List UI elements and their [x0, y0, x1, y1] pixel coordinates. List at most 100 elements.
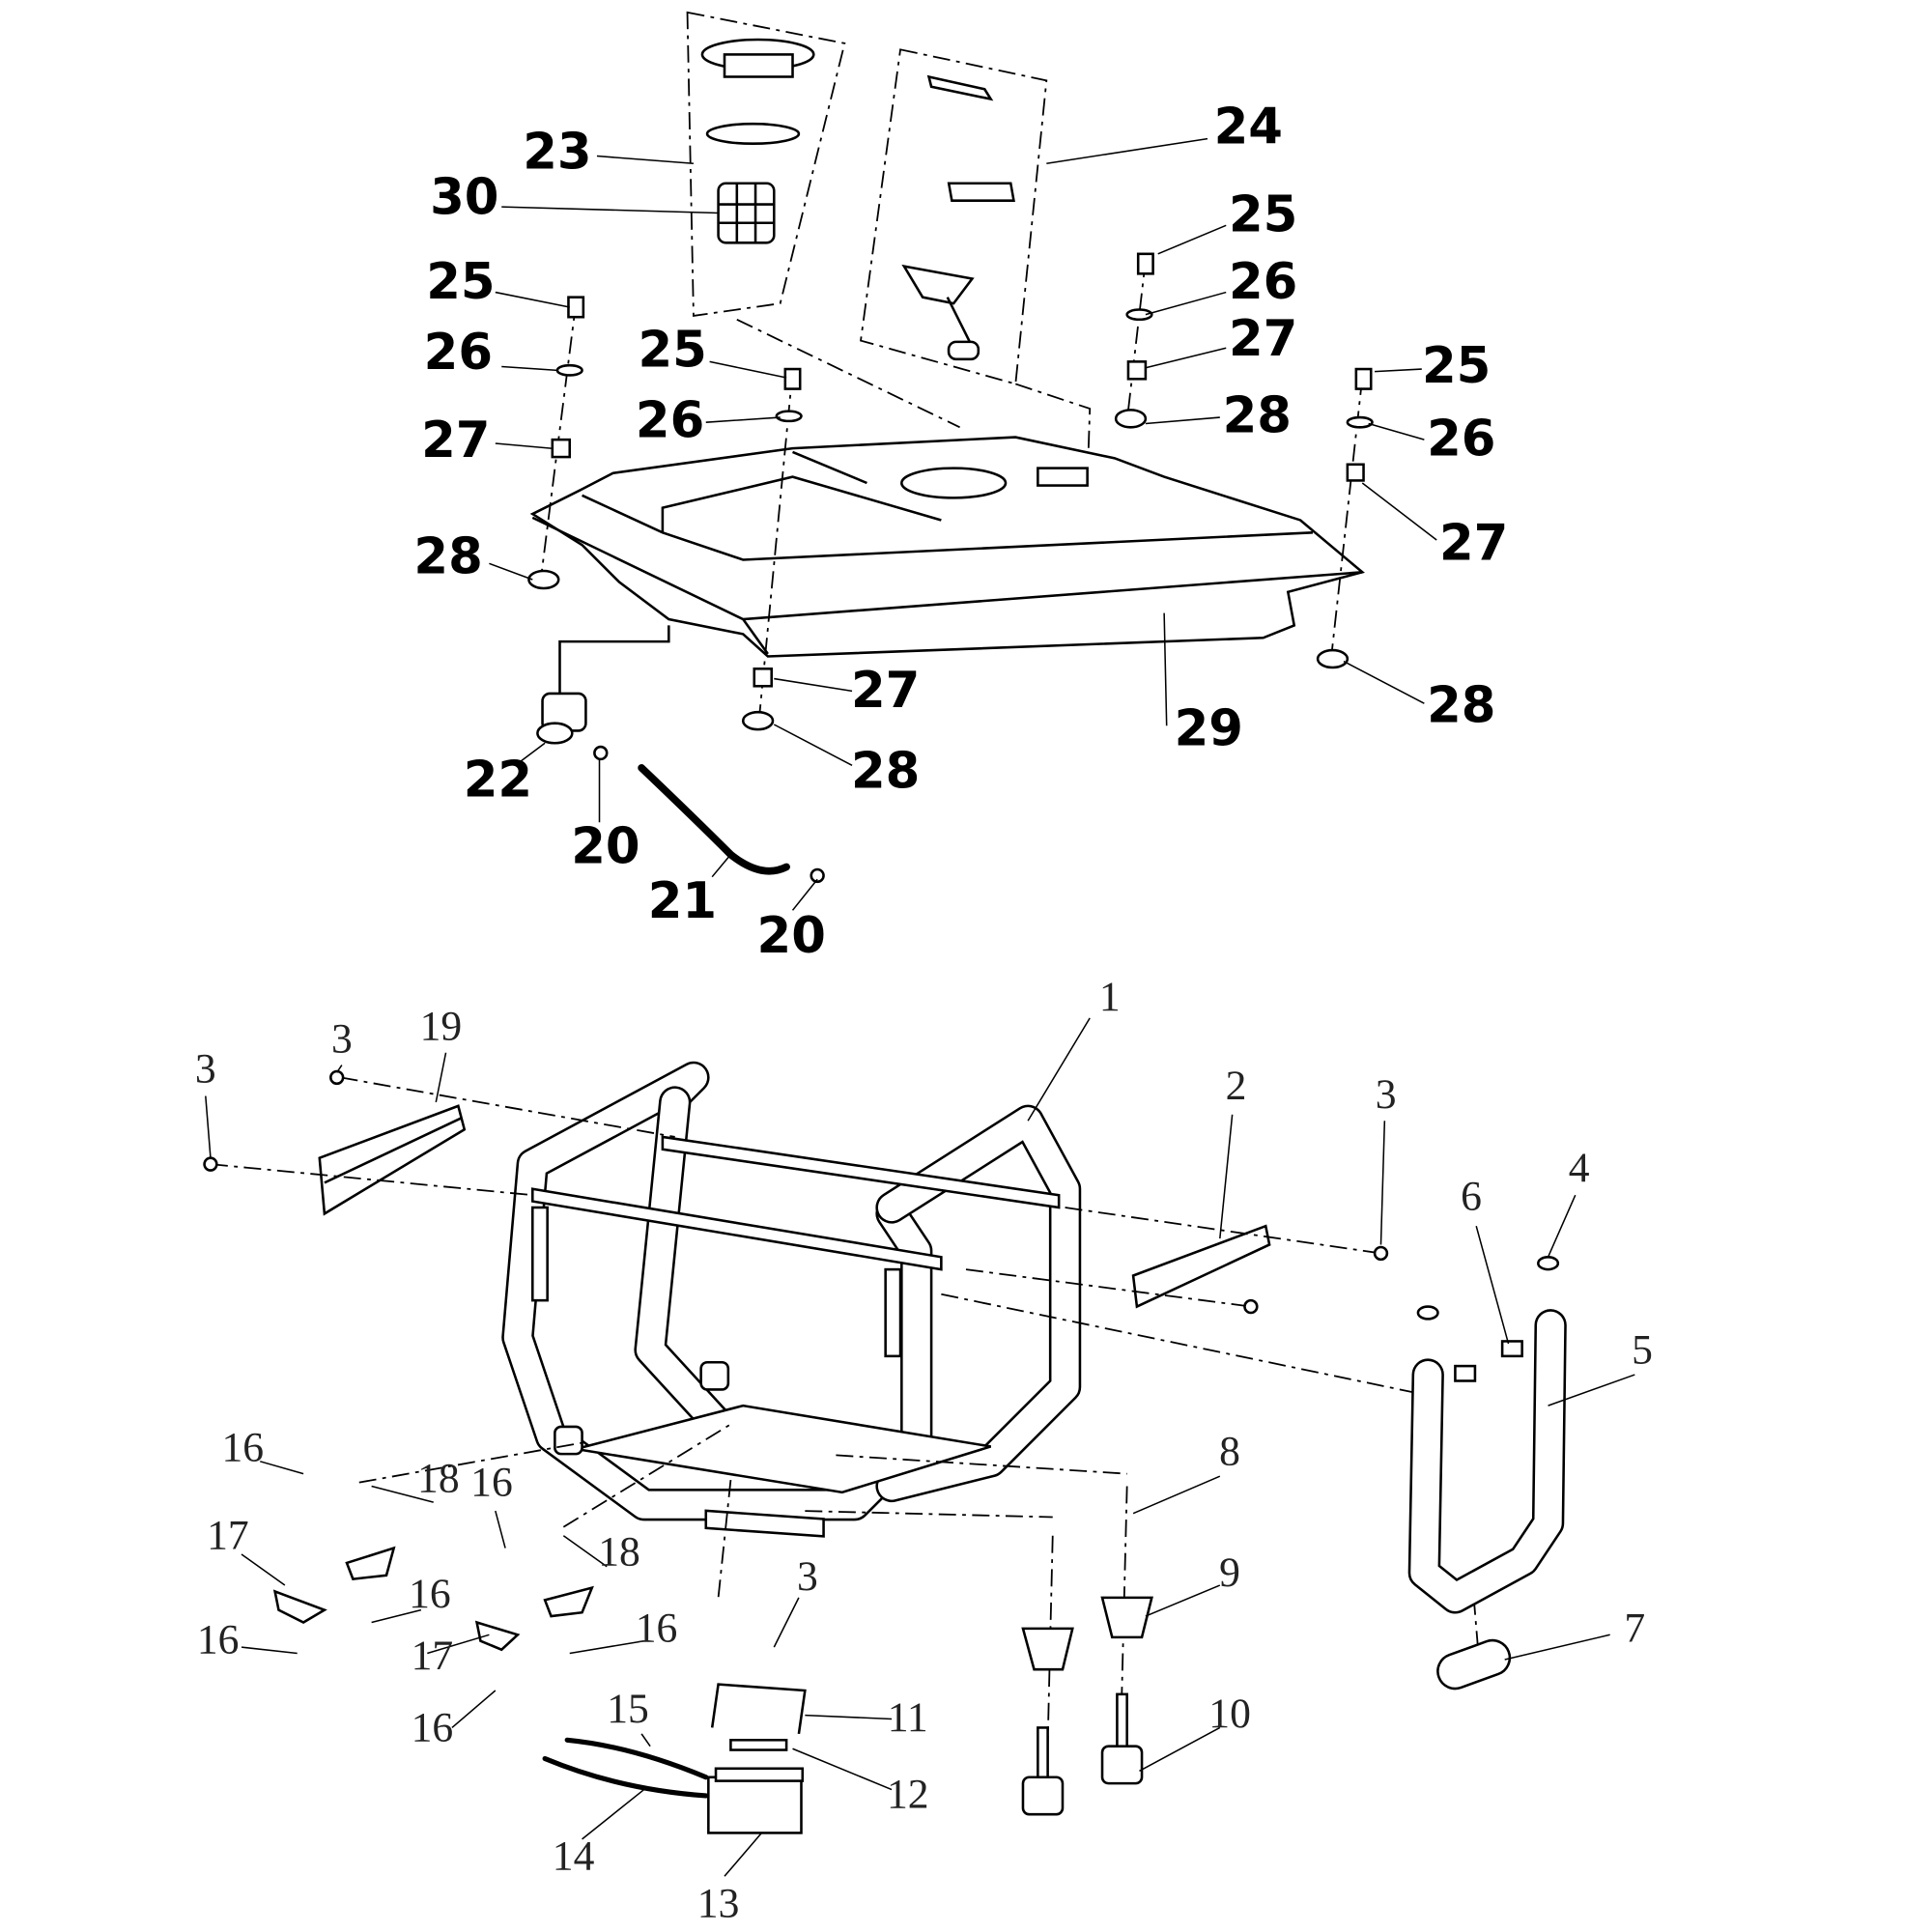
callout: 16: [221, 1425, 264, 1471]
frame-assembly: [203, 1017, 1635, 1877]
battery-bracket: [710, 1683, 807, 1735]
rubber-foot: [1021, 1627, 1074, 1671]
callout: 28: [413, 527, 482, 585]
fuel-tank: [529, 436, 1365, 658]
vibration-mount: [474, 1620, 521, 1652]
foot-stud: [1021, 1776, 1065, 1816]
callout: 27: [421, 412, 490, 469]
callout: 16: [197, 1616, 240, 1662]
callout: 26: [636, 391, 704, 449]
vibration-mount: [543, 1585, 594, 1618]
mount-stack-far-right: [1316, 367, 1374, 669]
fuel-valve-bowl: [536, 722, 574, 745]
filler-neck: [900, 467, 1008, 499]
guide-line: [736, 318, 1092, 484]
callout: 15: [607, 1686, 649, 1732]
callout: 21: [648, 872, 717, 930]
bracket-19: [318, 1104, 467, 1216]
callout: 16: [409, 1571, 451, 1617]
base-channel: [704, 1509, 825, 1538]
bracket-2: [1131, 1224, 1271, 1309]
handle-bolt: [1500, 1340, 1523, 1358]
callout: 18: [417, 1456, 460, 1502]
callout: 28: [1427, 676, 1495, 734]
gauge-plate: [947, 182, 1015, 202]
callout: 1: [1099, 974, 1121, 1020]
frame-rail-rear: [661, 1135, 1061, 1209]
handle-cap: [1416, 1305, 1439, 1321]
tank-flange: [531, 516, 1363, 655]
callout: 8: [1219, 1428, 1240, 1474]
callout: 7: [1624, 1605, 1645, 1652]
handle-cap: [1537, 1256, 1560, 1271]
callout: 24: [1214, 99, 1283, 156]
callout: 9: [1219, 1549, 1240, 1596]
callout: 11: [888, 1694, 928, 1741]
callout: 14: [553, 1833, 595, 1880]
mount-stack-center: [741, 367, 803, 731]
callout: 20: [757, 907, 826, 965]
frame-callouts: 1 19 3 3 2 3 6 4 5 8 16 18 16 18 17 16 1…: [195, 974, 1653, 1926]
callout: 29: [1175, 700, 1243, 758]
handle-bolt: [1454, 1364, 1477, 1382]
group-24-boundary: [860, 48, 1048, 385]
bolt-3: [203, 1156, 218, 1172]
callout: 16: [412, 1704, 454, 1750]
callout: 3: [331, 1015, 353, 1062]
rubber-foot: [1100, 1596, 1153, 1639]
callout: 25: [1229, 186, 1297, 244]
callout: 28: [1223, 386, 1292, 444]
callout: 16: [470, 1459, 513, 1505]
callout: 3: [1376, 1071, 1397, 1118]
callout: 25: [1422, 337, 1491, 395]
fuel-gauge: [901, 264, 975, 305]
callout: 25: [638, 321, 706, 379]
callout: 30: [430, 169, 498, 227]
battery-cable-15: [564, 1737, 709, 1780]
valve-leader: [558, 625, 670, 694]
leader-lines-bottom: [205, 1017, 1635, 1877]
engine-mount-right: [699, 1360, 730, 1391]
gauge-cover: [926, 74, 994, 101]
fuel-tank-assembly: [489, 11, 1437, 911]
group-23-boundary: [686, 11, 846, 317]
callout: 27: [851, 662, 920, 720]
mount-stack-left: [527, 296, 585, 590]
callout: 12: [887, 1772, 929, 1818]
bolt-3: [329, 1069, 345, 1086]
hose-clamp-2: [810, 867, 825, 884]
callout: 13: [697, 1880, 740, 1926]
callout: 20: [571, 817, 639, 875]
callout: 26: [1427, 411, 1495, 469]
cap-gasket: [705, 122, 801, 146]
callout: 19: [420, 1004, 463, 1050]
battery-cable-14: [542, 1755, 709, 1799]
bolt-3: [1243, 1298, 1259, 1315]
left-bracket: [531, 1206, 549, 1302]
vibration-mount: [345, 1546, 396, 1580]
frame-rail-front: [531, 1187, 943, 1271]
fuel-cap-base: [723, 53, 794, 78]
callout: 23: [523, 123, 591, 181]
callout: 25: [426, 253, 495, 311]
battery: [707, 1776, 803, 1834]
callout: 3: [195, 1045, 216, 1092]
bolt-3: [1373, 1245, 1389, 1262]
hose-clamp-1: [593, 745, 609, 761]
callout: 16: [636, 1605, 678, 1652]
foot-stud: [1100, 1745, 1144, 1785]
callout: 17: [412, 1633, 454, 1679]
callout: 17: [207, 1513, 249, 1559]
callout: 3: [797, 1553, 818, 1600]
callout: 4: [1569, 1145, 1590, 1191]
fuel-strainer: [717, 182, 776, 244]
center-bracket: [884, 1267, 902, 1358]
callout: 28: [851, 742, 920, 800]
fuel-tank-callouts: 23 30 24 25 26 27 28 25 26 27 28 25 26 2…: [413, 99, 1508, 965]
engine-mount-left: [554, 1425, 583, 1456]
callout: 2: [1226, 1063, 1247, 1109]
tank-top-ridge: [582, 450, 1314, 561]
gauge-float: [947, 340, 980, 361]
callout: 5: [1632, 1326, 1653, 1373]
